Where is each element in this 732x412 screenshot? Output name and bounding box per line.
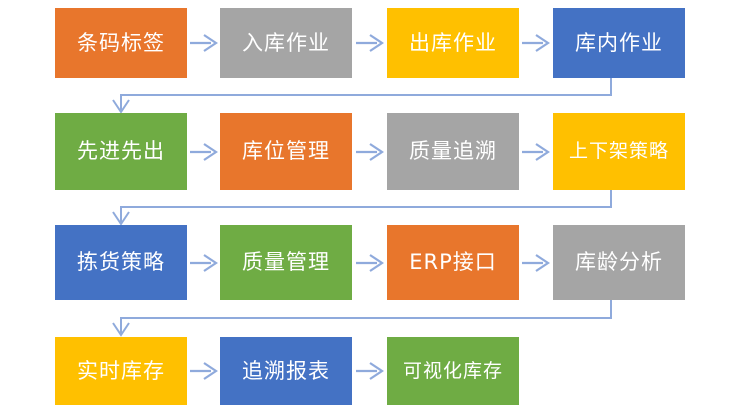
flow-node-r3c3[interactable]: ERP接口	[387, 225, 519, 300]
flow-row-2: 先进先出 库位管理 质量追溯 上下架策略	[0, 113, 732, 190]
arrow-right-icon	[355, 251, 385, 275]
flow-node-label: 质量管理	[242, 250, 330, 274]
arrow-right-icon	[189, 251, 219, 275]
arrow-wrap-down-left-icon	[100, 300, 620, 338]
flow-node-label: 出库作业	[409, 30, 497, 55]
flow-node-r3c1[interactable]: 拣货策略	[55, 225, 187, 300]
flow-node-label: 实时库存	[77, 358, 165, 383]
arrow-wrap-down-left-icon	[100, 190, 620, 226]
flow-node-r2c3[interactable]: 质量追溯	[387, 113, 519, 190]
flow-row-3: 拣货策略 质量管理 ERP接口 库龄分析	[0, 225, 732, 300]
arrow-right-icon	[521, 251, 551, 275]
flow-node-r3c4[interactable]: 库龄分析	[553, 225, 685, 300]
flow-node-label: 库位管理	[242, 139, 330, 163]
flow-row-1: 条码标签 入库作业 出库作业 库内作业	[0, 8, 732, 78]
flow-node-r2c4[interactable]: 上下架策略	[553, 113, 685, 190]
arrow-right-icon	[355, 359, 385, 383]
arrow-right-icon	[355, 31, 385, 55]
flow-node-label: 库内作业	[575, 30, 663, 55]
flow-node-label: ERP接口	[409, 250, 497, 274]
flow-node-label: 入库作业	[242, 30, 330, 55]
flow-node-label: 库龄分析	[575, 250, 663, 274]
flow-node-label: 拣货策略	[77, 250, 165, 274]
flow-node-r2c1[interactable]: 先进先出	[55, 113, 187, 190]
flow-node-label: 条码标签	[77, 30, 165, 55]
arrow-right-icon	[521, 31, 551, 55]
flow-node-label: 追溯报表	[242, 358, 330, 383]
flow-node-label: 先进先出	[77, 139, 165, 163]
arrow-right-icon	[189, 359, 219, 383]
flow-node-r1c2[interactable]: 入库作业	[220, 8, 352, 78]
arrow-right-icon	[189, 140, 219, 164]
flow-node-label: 上下架策略	[568, 140, 669, 162]
arrow-wrap-down-left-icon	[100, 78, 620, 114]
flow-node-label: 可视化库存	[402, 359, 503, 382]
arrow-right-icon	[355, 140, 385, 164]
arrow-right-icon	[521, 140, 551, 164]
flow-node-r1c3[interactable]: 出库作业	[387, 8, 519, 78]
flow-node-r4c3[interactable]: 可视化库存	[387, 337, 519, 405]
arrow-right-icon	[189, 31, 219, 55]
flow-node-r4c1[interactable]: 实时库存	[55, 337, 187, 405]
flow-node-r4c2[interactable]: 追溯报表	[220, 337, 352, 405]
flow-node-label: 质量追溯	[409, 139, 497, 163]
flow-node-r1c1[interactable]: 条码标签	[55, 8, 187, 78]
flow-node-r1c4[interactable]: 库内作业	[553, 8, 685, 78]
flow-row-4: 实时库存 追溯报表 可视化库存	[0, 337, 732, 405]
flow-node-r2c2[interactable]: 库位管理	[220, 113, 352, 190]
flow-node-r3c2[interactable]: 质量管理	[220, 225, 352, 300]
